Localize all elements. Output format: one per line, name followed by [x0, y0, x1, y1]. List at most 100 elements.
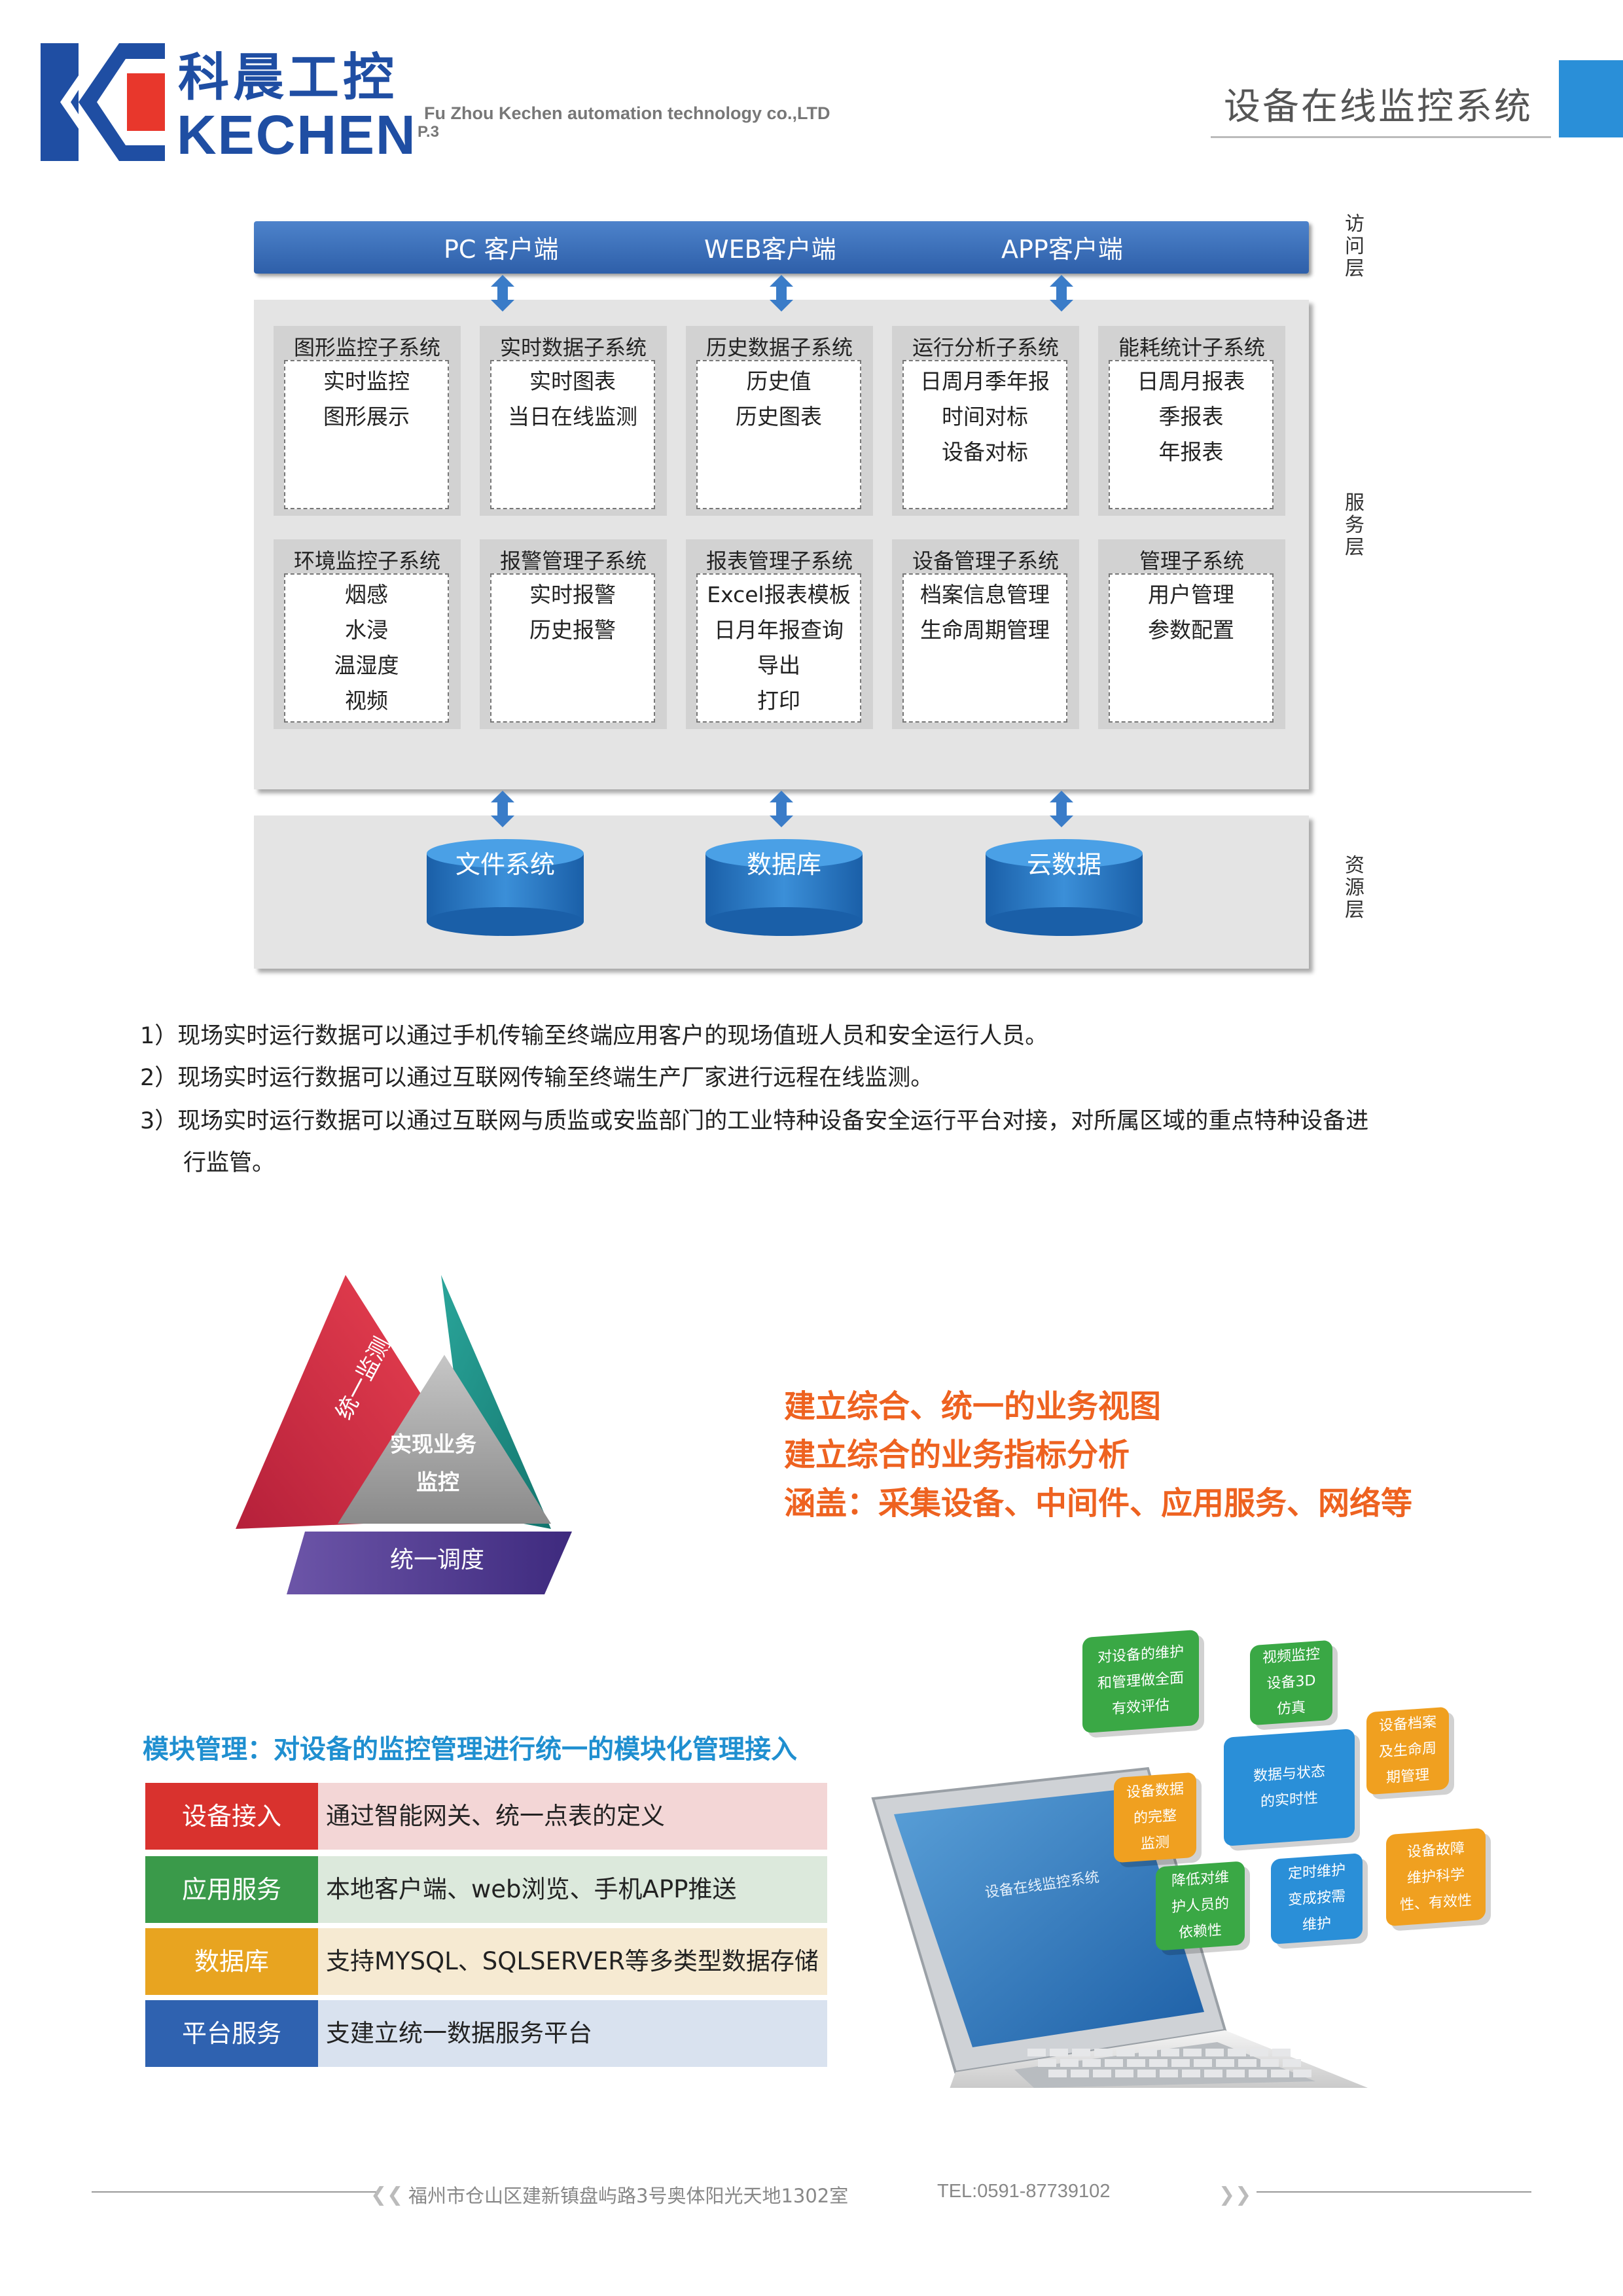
access-layer-bar [254, 221, 1309, 274]
subsystem-card: 报警管理子系统实时报警历史报警 [480, 539, 667, 729]
keyboard-key [1048, 2070, 1067, 2077]
keyboard-key [1293, 2070, 1311, 2077]
feature-cube-text: 性、有效性 [1399, 1892, 1472, 1914]
feature-cube-text: 护人员的 [1171, 1895, 1229, 1916]
database-cylinder-icon [705, 839, 863, 936]
feature-cube-text: 设备数据 [1126, 1780, 1184, 1802]
keyboard-key [1161, 2049, 1179, 2056]
keyboard-key [1183, 2049, 1202, 2056]
feature-cube-text: 依赖性 [1178, 1922, 1222, 1942]
claims-block: 建立综合、统一的业务视图 建立综合的业务指标分析 涵盖：采集设备、中间件、应用服… [784, 1382, 1412, 1528]
feature-cube: 设备档案及生命周期管理 [1366, 1706, 1449, 1795]
subsystem-function-list: 用户管理参数配置 [1109, 573, 1274, 723]
keyboard-key [1093, 2070, 1111, 2077]
feature-cube-text: 设备3D [1266, 1672, 1316, 1693]
subsystem-function-list: Excel报表模板日月年报查询导出打印 [696, 573, 861, 723]
triangle-bottom-label: 统一调度 [390, 1547, 485, 1573]
subsystem-function-list: 实时监控图形展示 [284, 360, 449, 509]
subsystem-function-list: 日周月报表季报表年报表 [1109, 360, 1274, 509]
module-row: 数据库支持MYSQL、SQLSERVER等多类型数据存储 [145, 1928, 827, 1995]
subsystem-function: 日周月报表 [1137, 368, 1245, 394]
keyboard-key [1160, 2070, 1178, 2077]
page-number: P.3 [418, 123, 439, 141]
keyboard-key [1226, 2070, 1245, 2077]
subsystem-function: 季报表 [1158, 404, 1224, 429]
triangle-center-line1: 实现业务 [390, 1431, 476, 1457]
database-cylinder-icon [986, 839, 1143, 936]
keyboard-key [1072, 2049, 1090, 2056]
keyboard-key [1060, 2059, 1079, 2067]
keyboard-key [1249, 2070, 1267, 2077]
header-accent-block [1559, 60, 1623, 137]
footer-address: 福州市仓山区建新镇盘屿路3号奥体阳光天地1302室 [408, 2185, 849, 2207]
subsystem-function: 实时报警 [529, 582, 616, 607]
double-arrow-icon [491, 791, 514, 827]
feature-cube-text: 监测 [1140, 1834, 1169, 1853]
subsystem-function: 日周月季年报 [920, 368, 1050, 394]
subsystem-title: 运行分析子系统 [912, 335, 1059, 360]
chevron-left-icon: ❮❮ [370, 2183, 404, 2206]
company-english-name: Fu Zhou Kechen automation technology co.… [424, 103, 830, 123]
feature-cube-text: 定时维护 [1287, 1861, 1346, 1883]
keyboard-key [1139, 2049, 1157, 2056]
subsystem-function-list: 日周月季年报时间对标设备对标 [902, 360, 1067, 509]
keyboard-key [1127, 2059, 1145, 2067]
feature-cube-text: 视频监控 [1262, 1645, 1320, 1667]
subsystem-function: 导出 [757, 653, 800, 678]
subsystem-card: 实时数据子系统实时图表当日在线监测 [480, 326, 667, 516]
subsystem-title: 设备管理子系统 [912, 548, 1059, 573]
feature-cube: 设备故障维护科学性、有效性 [1386, 1827, 1486, 1927]
keyboard-key [1271, 2070, 1289, 2077]
subsystem-function: 设备对标 [942, 439, 1028, 465]
layer-label-access: 访问层 [1345, 213, 1364, 280]
keyboard-key [1228, 2049, 1246, 2056]
subsystem-function: 参数配置 [1148, 617, 1234, 643]
subsystem-function: 视频 [345, 688, 388, 713]
note-item: 1）现场实时运行数据可以通过手机传输至终端应用客户的现场值班人员和安全运行人员。 [140, 1023, 1048, 1049]
double-arrow-icon [491, 275, 514, 312]
subsystem-function: Excel报表模板 [707, 582, 851, 607]
keyboard-key [1149, 2059, 1168, 2067]
subsystem-card: 管理子系统用户管理参数配置 [1098, 539, 1285, 729]
keyboard-key [1283, 2059, 1301, 2067]
feature-cube-text: 有效评估 [1111, 1696, 1169, 1718]
subsystem-card: 历史数据子系统历史值历史图表 [686, 326, 873, 516]
keyboard-key [1238, 2059, 1257, 2067]
subsystem-function: 历史图表 [736, 404, 822, 429]
subsystem-function-list: 历史值历史图表 [696, 360, 861, 509]
feature-cube-text: 变成按需 [1287, 1888, 1346, 1909]
resource-label: 云数据 [1026, 850, 1101, 879]
resource-label: 文件系统 [455, 850, 555, 879]
feature-cube: 数据与状态的实时性 [1224, 1729, 1355, 1846]
module-row: 设备接入通过智能网关、统一点表的定义 [145, 1783, 827, 1850]
feature-cube-text: 期管理 [1385, 1767, 1429, 1787]
layer-label-service: 服务层 [1345, 492, 1364, 559]
keyboard-key [1272, 2049, 1291, 2056]
double-arrow-icon [770, 275, 793, 312]
subsystem-function: 图形展示 [323, 404, 410, 429]
subsystem-card: 能耗统计子系统日周月报表季报表年报表 [1098, 326, 1285, 516]
double-arrow-icon [770, 791, 793, 827]
keyboard-key [1137, 2070, 1156, 2077]
subsystem-card: 图形监控子系统实时监控图形展示 [274, 326, 461, 516]
laptop-illustration [871, 1767, 1368, 2088]
feature-cube-text: 仿真 [1276, 1699, 1306, 1718]
module-description: 支持MYSQL、SQLSERVER等多类型数据存储 [318, 1928, 827, 1995]
feature-cube-text: 设备故障 [1406, 1840, 1465, 1861]
keyboard-key [1071, 2070, 1089, 2077]
subsystem-function: 用户管理 [1148, 582, 1234, 607]
chevron-right-icon: ❯❯ [1219, 2183, 1252, 2206]
subsystem-function-list: 烟感水浸温湿度视频 [284, 573, 449, 723]
feature-cube-text: 和管理做全面 [1097, 1670, 1184, 1693]
feature-cube-text: 降低对维 [1171, 1869, 1229, 1890]
logo-chinese-name: 科晨工控 [178, 48, 399, 107]
subsystem-function: 打印 [757, 688, 800, 713]
access-app-client: APP客户端 [1001, 235, 1123, 264]
subsystem-function: 时间对标 [942, 404, 1028, 429]
module-label: 平台服务 [145, 2000, 318, 2067]
subsystem-title: 报警管理子系统 [499, 548, 647, 573]
keyboard-key [1050, 2049, 1068, 2056]
subsystem-title: 环境监控子系统 [293, 548, 440, 573]
keyboard-key [1204, 2070, 1222, 2077]
